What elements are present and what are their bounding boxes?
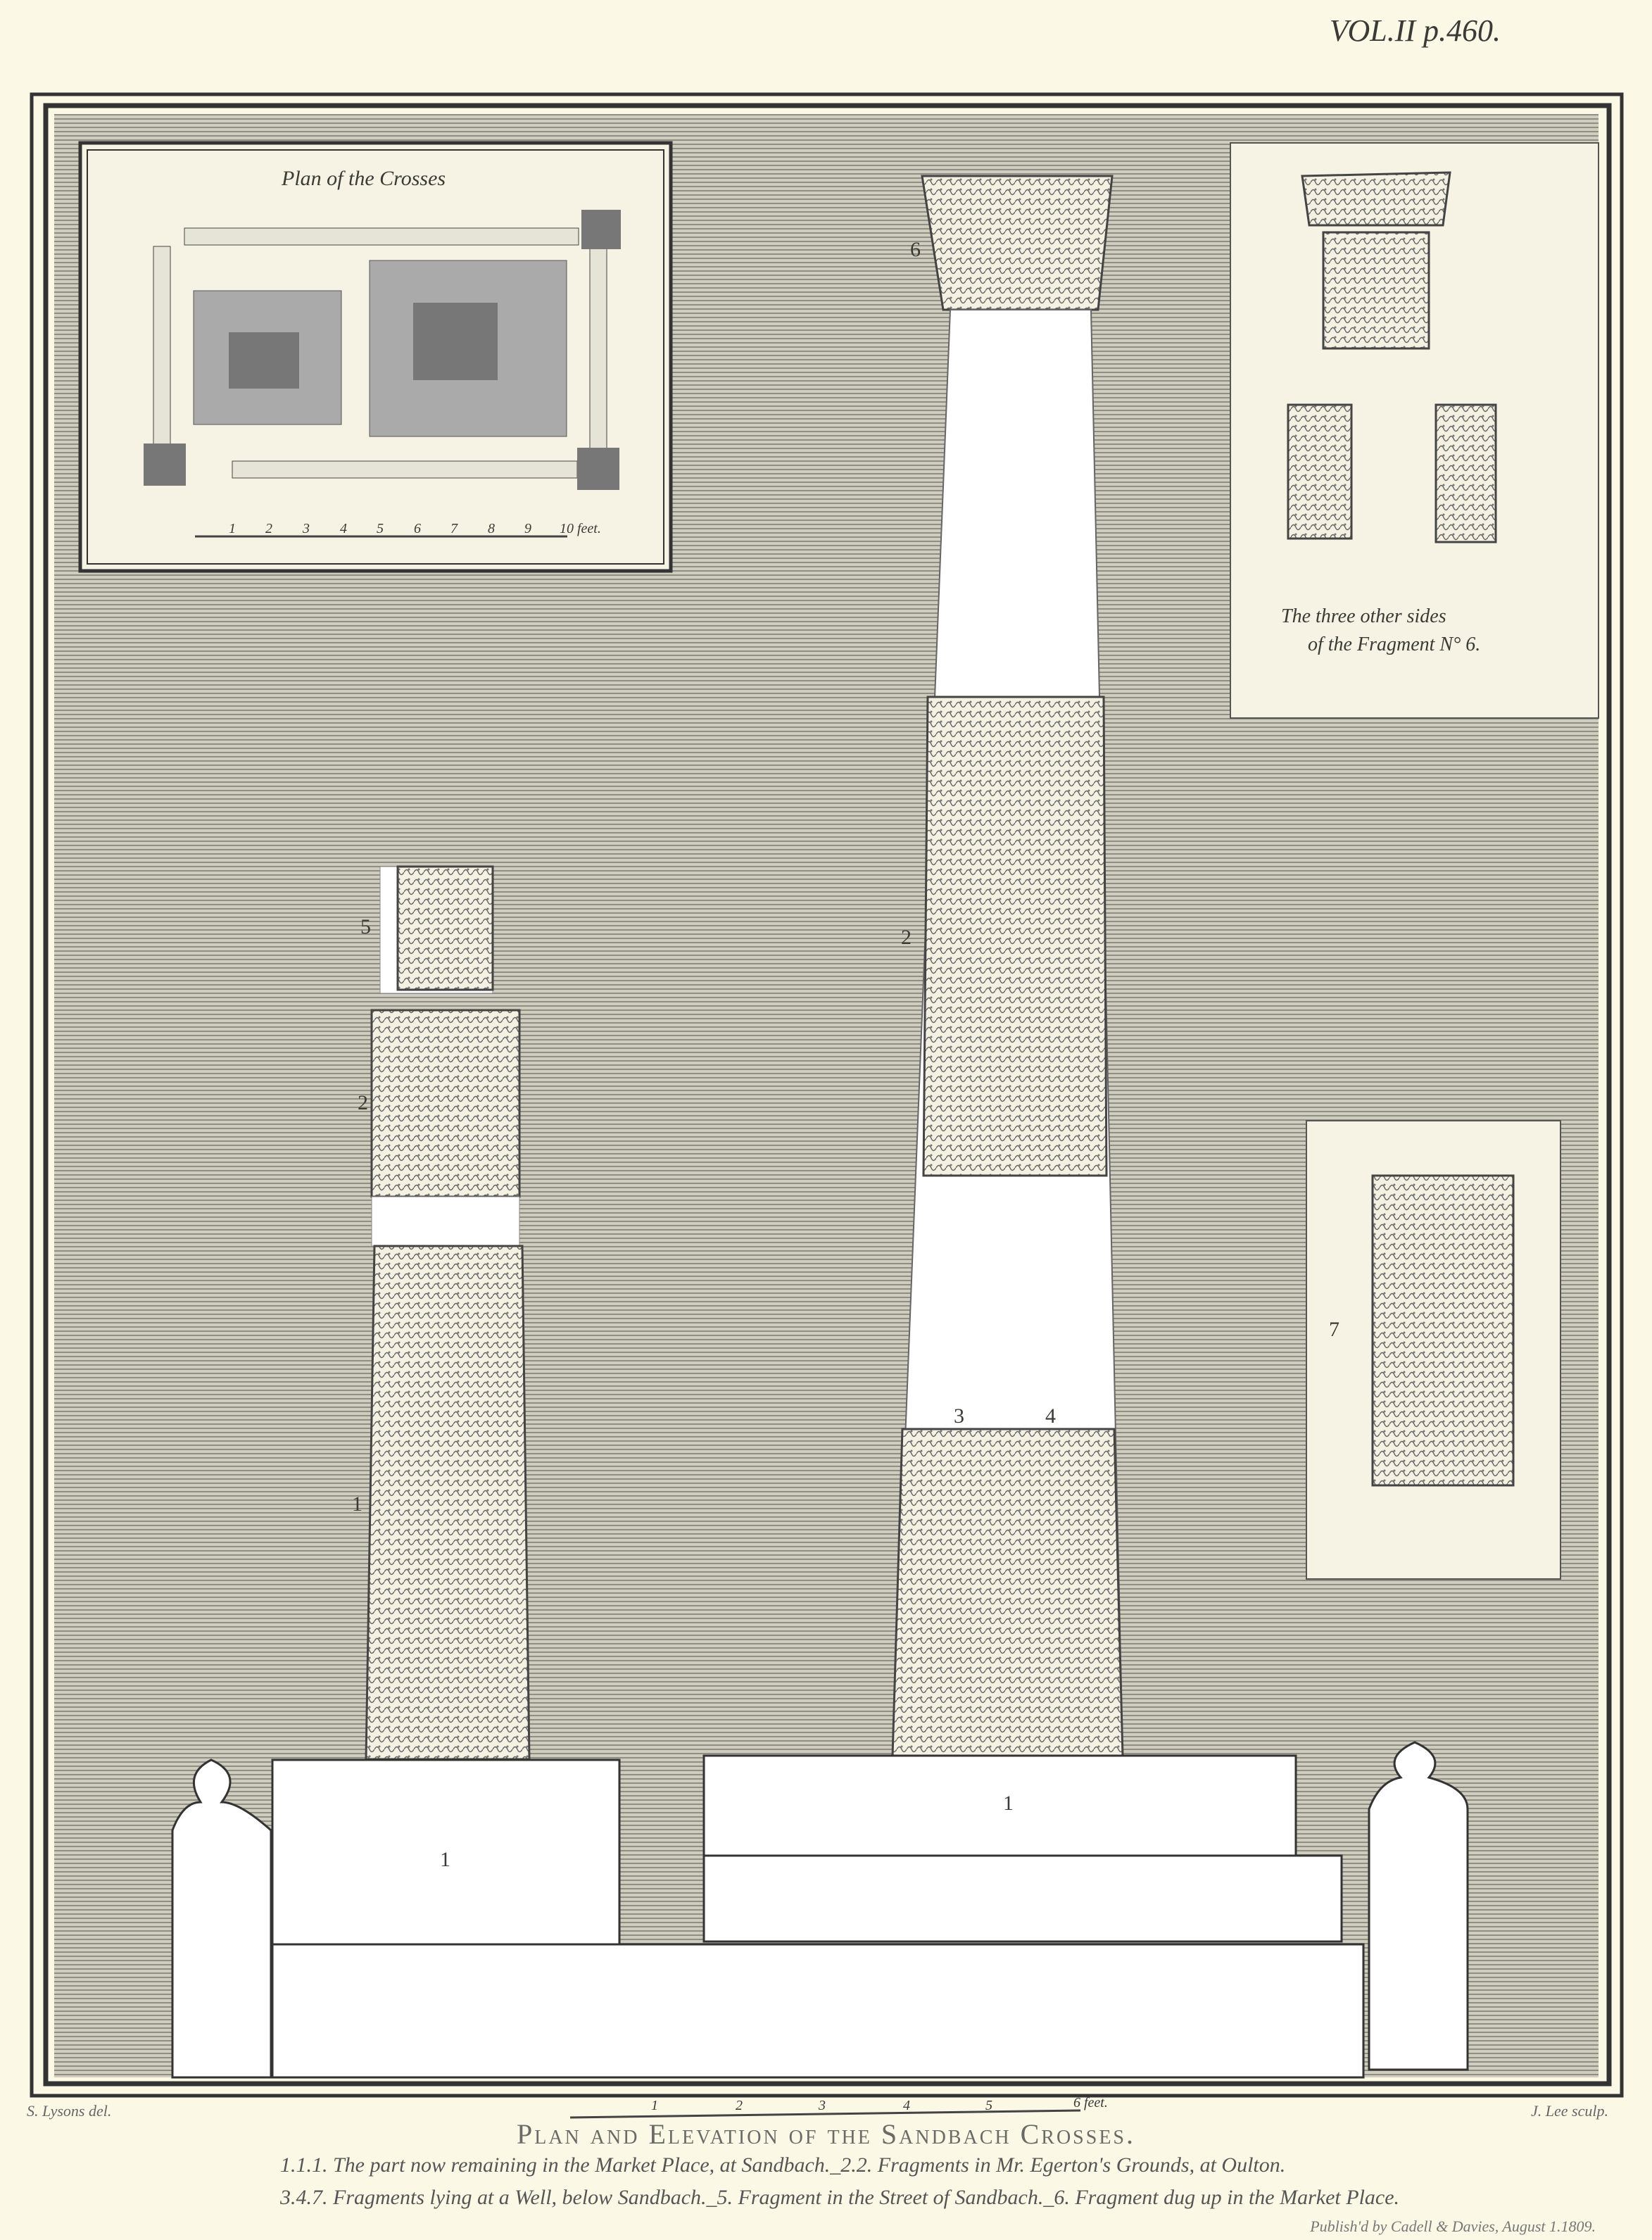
fragment-6-caption: The three other sides xyxy=(1281,605,1446,627)
scale-bar xyxy=(569,2109,1081,2119)
volume-page-reference: VOL.II p.460. xyxy=(1329,13,1501,48)
fragment-number-5: 5 xyxy=(360,915,371,938)
base-number-1: 1 xyxy=(1003,1792,1014,1815)
caption-line: 1.1.1. The part now remaining in the Mar… xyxy=(280,2153,1286,2177)
plan-scale-label: 2 xyxy=(265,521,272,536)
plan-scale-label: 8 xyxy=(488,521,495,536)
bases xyxy=(171,1741,1469,2079)
fragment-number-2: 2 xyxy=(358,1091,368,1114)
fragment-number-7: 7 xyxy=(1329,1318,1339,1341)
fragment-number-6: 6 xyxy=(910,238,921,261)
fragment-number-3: 3 xyxy=(954,1404,964,1428)
plan-inset xyxy=(78,141,673,573)
publisher-line: Publish'd by Cadell & Davies, August 1.1… xyxy=(1310,2217,1596,2235)
plan-scale-label: 10 feet. xyxy=(560,521,601,536)
scale-label: 6 feet. xyxy=(1073,2095,1108,2110)
plan-scale-label: 3 xyxy=(303,521,310,536)
engraver-credit: J. Lee sculp. xyxy=(1531,2102,1608,2120)
scale-label: 3 xyxy=(819,2098,826,2113)
fragment-6-panel xyxy=(1230,142,1599,719)
scale-label: 4 xyxy=(903,2098,910,2113)
left-cross xyxy=(365,865,531,1761)
plan-scale-label: 1 xyxy=(229,521,236,536)
fragment-number-2: 2 xyxy=(901,926,912,949)
fragment-6-caption: of the Fragment N° 6. xyxy=(1308,634,1481,655)
plan-scale-label: 5 xyxy=(377,521,384,536)
base-number-1: 1 xyxy=(440,1848,450,1871)
scale-label: 5 xyxy=(985,2098,992,2113)
scale-label: 2 xyxy=(736,2098,743,2113)
right-cross xyxy=(891,175,1124,1758)
plan-scale-label: 6 xyxy=(414,521,421,536)
plan-scale-label: 7 xyxy=(450,521,458,536)
fragment-7-panel xyxy=(1306,1120,1561,1580)
plan-scale-label: 4 xyxy=(340,521,347,536)
scale-label: 1 xyxy=(651,2098,658,2113)
caption-line: 3.4.7. Fragments lying at a Well, below … xyxy=(280,2186,1400,2209)
plan-scale-label: 9 xyxy=(524,521,531,536)
fragment-number-1: 1 xyxy=(352,1492,362,1516)
fragment-number-4: 4 xyxy=(1045,1404,1056,1428)
draughtsman-credit: S. Lysons del. xyxy=(27,2102,112,2120)
plan-title: Plan of the Crosses xyxy=(282,167,446,190)
plate-title: Plan and Elevation of the Sandbach Cross… xyxy=(516,2118,1135,2150)
